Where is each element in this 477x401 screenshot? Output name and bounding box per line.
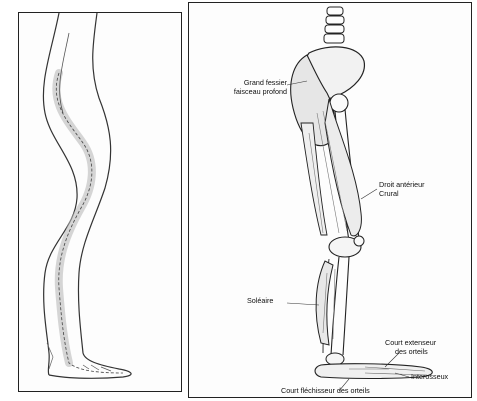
leg-outline-drawing xyxy=(19,13,183,393)
left-figure-panel xyxy=(18,12,182,392)
right-figure-panel: Grand fessier faisceau profond Droit ant… xyxy=(188,2,472,398)
label-droit-anterieur-line2: Crural xyxy=(379,190,425,199)
ankle-joint xyxy=(326,353,344,365)
patella xyxy=(354,236,364,246)
label-grand-fessier-line2: faisceau profond xyxy=(223,88,287,97)
label-court-flechisseur: Court fléchisseur des orteils xyxy=(281,387,370,396)
label-court-extenseur: Court extenseur des orteils xyxy=(385,339,436,356)
soleus-muscle xyxy=(316,261,333,345)
label-soleaire: Soléaire xyxy=(247,297,273,306)
rectus-femoris-muscle xyxy=(325,99,361,236)
label-grand-fessier: Grand fessier faisceau profond xyxy=(223,79,287,96)
label-interosseux: Interosseux xyxy=(411,373,448,382)
spine-vertebrae xyxy=(324,7,344,43)
label-court-extenseur-line2: des orteils xyxy=(385,348,436,357)
label-droit-anterieur: Droit antérieur Crural xyxy=(379,181,425,198)
